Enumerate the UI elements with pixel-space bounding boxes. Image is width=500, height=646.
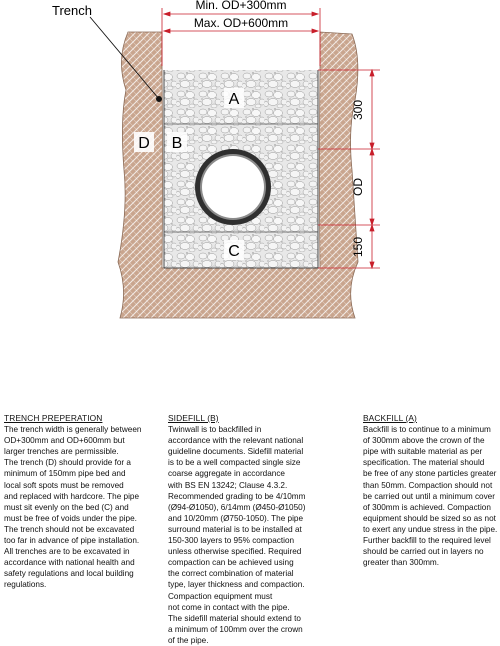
sidefill-section: SIDEFILL (B) Twinwall is to backfilled i…: [168, 413, 328, 646]
trench-preparation-heading: TRENCH PREPERATION: [4, 413, 103, 423]
zone-a-label: A: [229, 91, 240, 108]
trench-leader-dot: [156, 96, 162, 102]
zone-b-label: B: [172, 135, 183, 152]
trench-preparation-section: TRENCH PREPERATION The trench width is g…: [4, 413, 154, 591]
max-od-label: Max. OD+600mm: [194, 16, 288, 30]
trench-label: Trench: [52, 3, 92, 18]
sidefill-heading: SIDEFILL (B): [168, 413, 219, 423]
dim-od-label: OD: [351, 178, 365, 196]
trench-leader-line: [89, 16, 160, 100]
sidefill-body: Twinwall is to backfilled in accordance …: [168, 425, 306, 645]
zone-c-label: C: [228, 243, 240, 260]
dim-300-label: 300: [351, 100, 365, 120]
trench-diagram: Min. OD+300mm Max. OD+600mm 300 OD 150 A…: [52, 0, 380, 319]
min-od-label: Min. OD+300mm: [195, 0, 286, 12]
backfill-section: BACKFILL (A) Backfill is to continue to …: [363, 413, 498, 568]
trench-soil: [117, 31, 359, 319]
trench-preparation-body: The trench width is generally between OD…: [4, 425, 142, 590]
backfill-body: Backfill is to continue to a minimum of …: [363, 425, 498, 568]
backfill-heading: BACKFILL (A): [363, 413, 417, 423]
dim-150-label: 150: [351, 237, 365, 257]
zone-d-label: D: [138, 135, 150, 152]
